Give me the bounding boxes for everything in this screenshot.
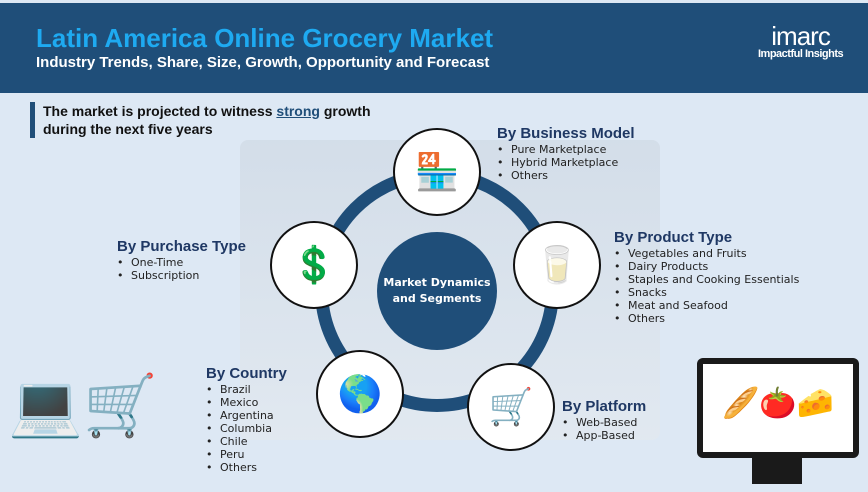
laptop-cart-illustration: 💻🛒 — [8, 371, 158, 441]
imarc-logo: imarc Impactful Insights — [758, 21, 844, 60]
tagline-highlight: strong — [276, 103, 320, 119]
tagline: The market is projected to witness stron… — [30, 102, 400, 138]
monitor-stand — [752, 458, 802, 484]
segment-business-model: By Business Model Pure MarketplaceHybrid… — [497, 125, 635, 182]
segment-platform: By Platform Web-BasedApp-Based — [562, 398, 646, 442]
monitor-groceries-illustration: 🥖🍅🧀 — [697, 358, 859, 458]
page-subtitle: Industry Trends, Share, Size, Growth, Op… — [36, 54, 490, 71]
segment-purchase-type: By Purchase Type One-TimeSubscription — [117, 238, 246, 282]
purchase-money-icon: 💲 — [270, 221, 358, 309]
segment-country: By Country BrazilMexicoArgentinaColumbia… — [206, 365, 287, 474]
latin-america-map-icon: 🌎 — [316, 350, 404, 438]
segment-product-type: By Product Type Vegetables and FruitsDai… — [614, 229, 799, 325]
center-circle: Market Dynamics and Segments — [377, 232, 497, 350]
dairy-products-icon: 🥛 — [513, 221, 601, 309]
online-cart-icon: 🛒 — [467, 363, 555, 451]
header-banner: Latin America Online Grocery Market Indu… — [0, 3, 868, 93]
shelf-products-icon: 🏪 — [393, 128, 481, 216]
page-title: Latin America Online Grocery Market — [36, 23, 494, 53]
